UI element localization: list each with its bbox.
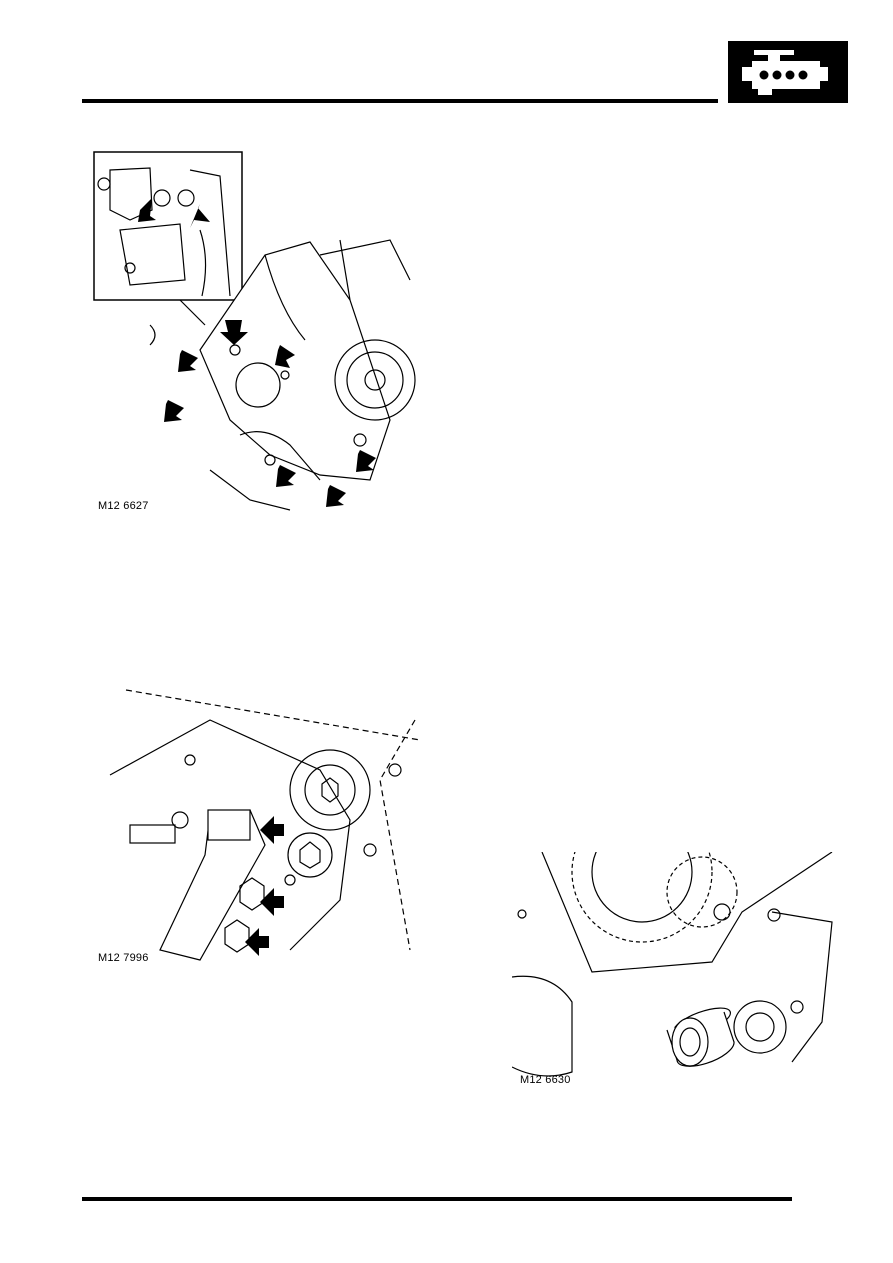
- engine-section-icon: [728, 41, 848, 103]
- figure-label: M12 7996: [98, 952, 149, 964]
- figure-timing-cover: M12 6627: [90, 150, 420, 520]
- footer-rule: [82, 1197, 792, 1201]
- figure-label: M12 6630: [520, 1074, 571, 1086]
- figure-label: M12 6627: [98, 500, 149, 512]
- header-rule: [82, 99, 718, 103]
- figure-idler-pulley: M12 6630: [512, 852, 837, 1092]
- figure-belt-tensioner: M12 7996: [90, 680, 420, 970]
